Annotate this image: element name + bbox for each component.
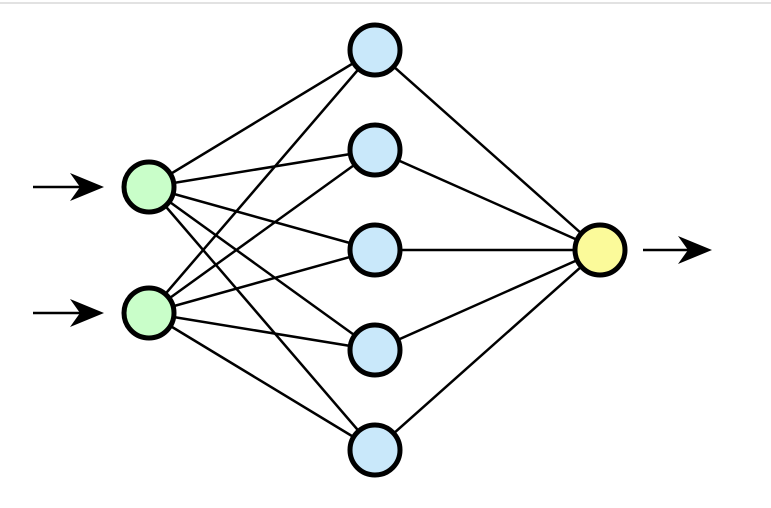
output-arrow-head	[678, 236, 712, 264]
hidden-node-3	[347, 222, 403, 278]
edge-i1-h3	[148, 185, 376, 252]
input-node-2	[121, 285, 177, 341]
edge-i1-h5	[148, 186, 376, 451]
hidden-node-5	[347, 422, 403, 478]
edge-h2-o1	[374, 148, 601, 252]
edge-h1-o1	[374, 49, 601, 251]
input-arrow-2-head	[70, 299, 104, 327]
hidden-node-1	[347, 22, 403, 78]
input-arrow-1-head	[70, 173, 104, 201]
hidden-node-4	[347, 322, 403, 378]
edge-i2-h2	[148, 148, 376, 315]
edge-i2-h4	[148, 311, 376, 352]
edge-i2-h3	[148, 248, 376, 315]
edge-i1-h4	[148, 185, 376, 352]
edge-h5-o1	[374, 249, 601, 451]
input-node-1	[121, 159, 177, 215]
edge-i1-h2	[148, 148, 376, 189]
edge-i2-h5	[148, 311, 376, 452]
edge-i2-h1	[148, 49, 376, 314]
output-node-1	[572, 222, 628, 278]
hidden-node-2	[347, 122, 403, 178]
edge-i1-h1	[148, 48, 376, 189]
edge-h4-o1	[374, 248, 601, 352]
top-divider	[0, 2, 771, 4]
